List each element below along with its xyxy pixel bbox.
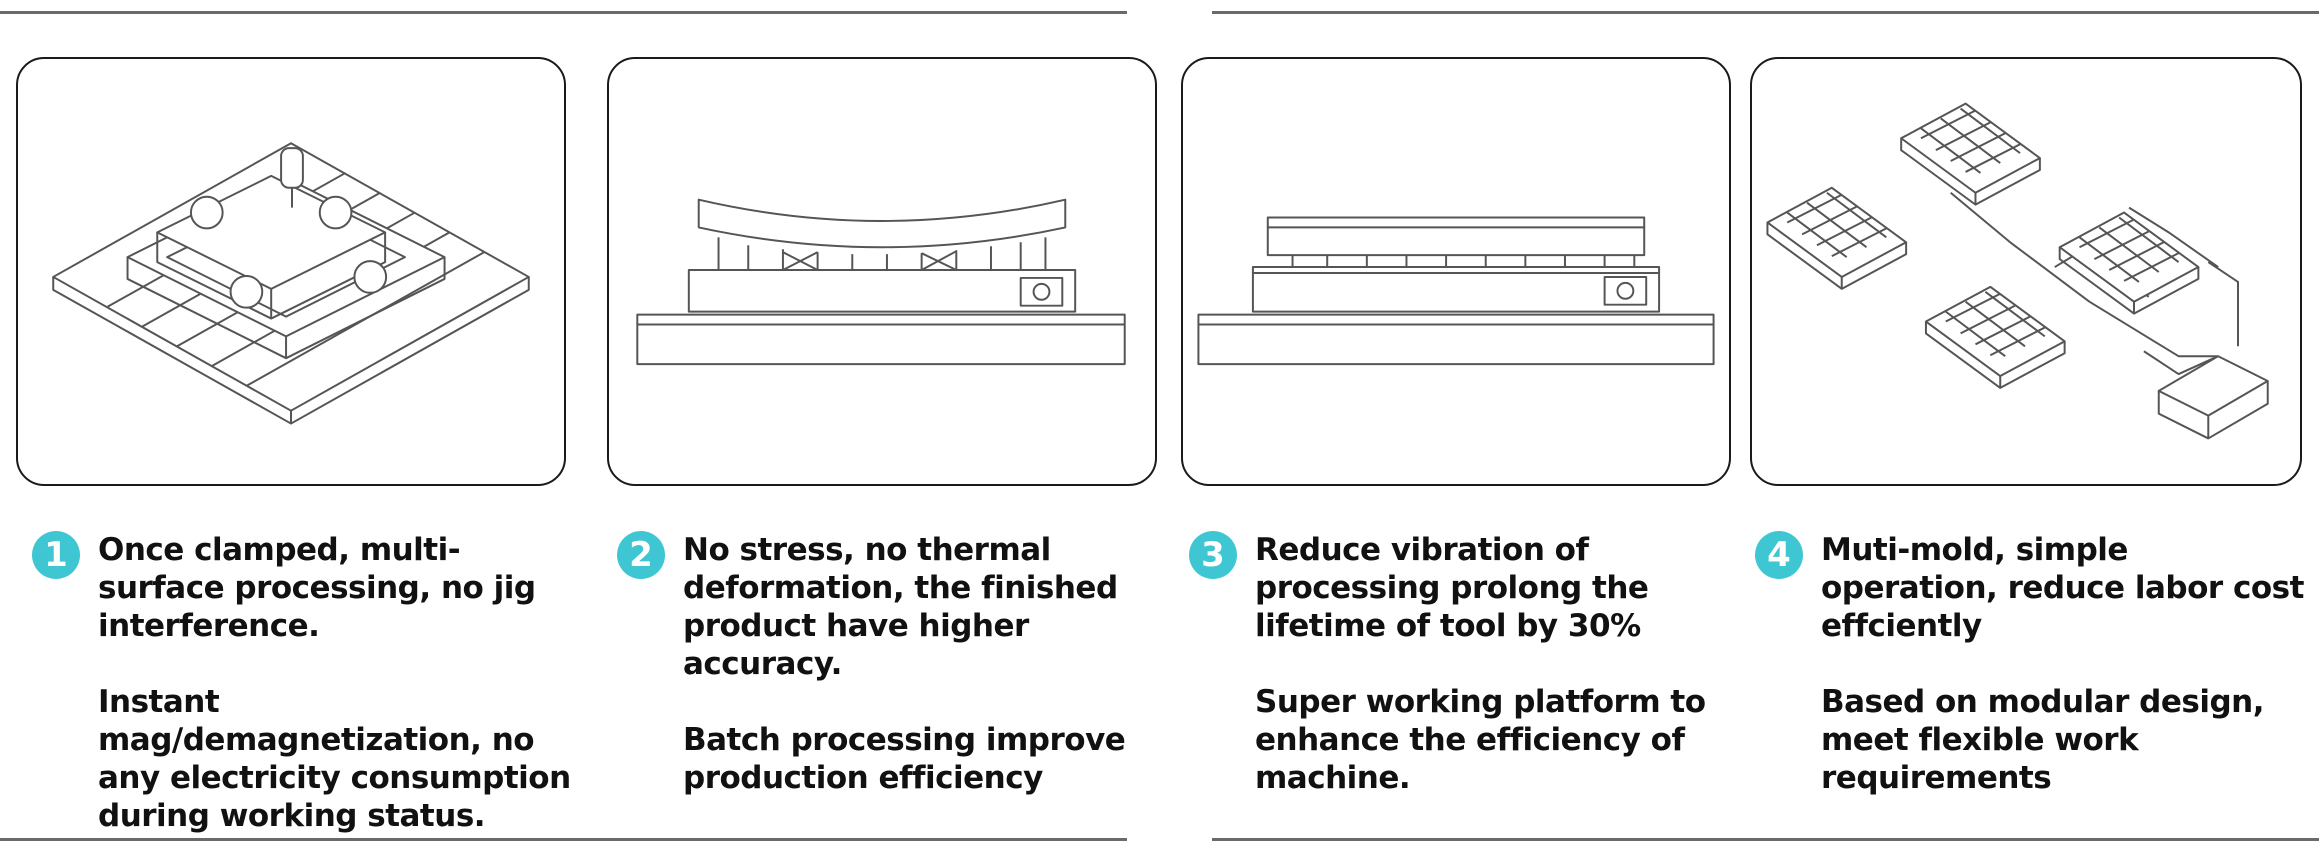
feature-detail: Based on modular design, meet flexible w… [1821, 684, 2264, 796]
chuck-module [2058, 211, 2200, 315]
illustration-card-2 [607, 57, 1157, 486]
bottom-divider-left [0, 838, 1127, 841]
feature-headline: Once clamped, multi-surface processing, … [98, 532, 536, 644]
feature-headline: No stress, no thermal deformation, the f… [683, 532, 1118, 682]
feature-headline: Reduce vibration of processing prolong t… [1255, 532, 1649, 644]
chuck-module [1900, 102, 2041, 206]
chuck-module [1766, 186, 1908, 290]
feature-detail: Super working platform to enhance the ef… [1255, 684, 1706, 796]
chuck-module [1924, 285, 2066, 389]
plate-on-chuck-illustration [636, 198, 1126, 366]
feature-text: Muti-mold, simple operation, reduce labo… [1821, 531, 2309, 797]
feature-number-badge: 3 [1189, 531, 1237, 579]
feature-headline: Muti-mold, simple operation, reduce labo… [1821, 532, 2304, 644]
illustration-card-1 [16, 57, 566, 486]
feature-text: Once clamped, multi-surface processing, … [98, 531, 586, 835]
illustration-card-3 [1181, 57, 1731, 486]
bottom-divider-right [1212, 838, 2319, 841]
clamped-workpiece-illustration [52, 142, 530, 425]
flat-platform-illustration [1197, 216, 1715, 366]
feature-number-badge: 4 [1755, 531, 1803, 579]
feature-detail: Batch processing improve production effi… [683, 722, 1126, 796]
top-divider-left [0, 11, 1127, 14]
feature-text: Reduce vibration of processing prolong t… [1255, 531, 1743, 797]
feature-text: No stress, no thermal deformation, the f… [683, 531, 1171, 797]
modular-chucks-illustration [1766, 102, 2269, 440]
feature-number-badge: 2 [617, 531, 665, 579]
feature-number-badge: 1 [32, 531, 80, 579]
feature-detail: Instant mag/demagnetization, no any elec… [98, 684, 571, 834]
illustration-card-4 [1750, 57, 2302, 486]
top-divider-right [1212, 11, 2319, 14]
